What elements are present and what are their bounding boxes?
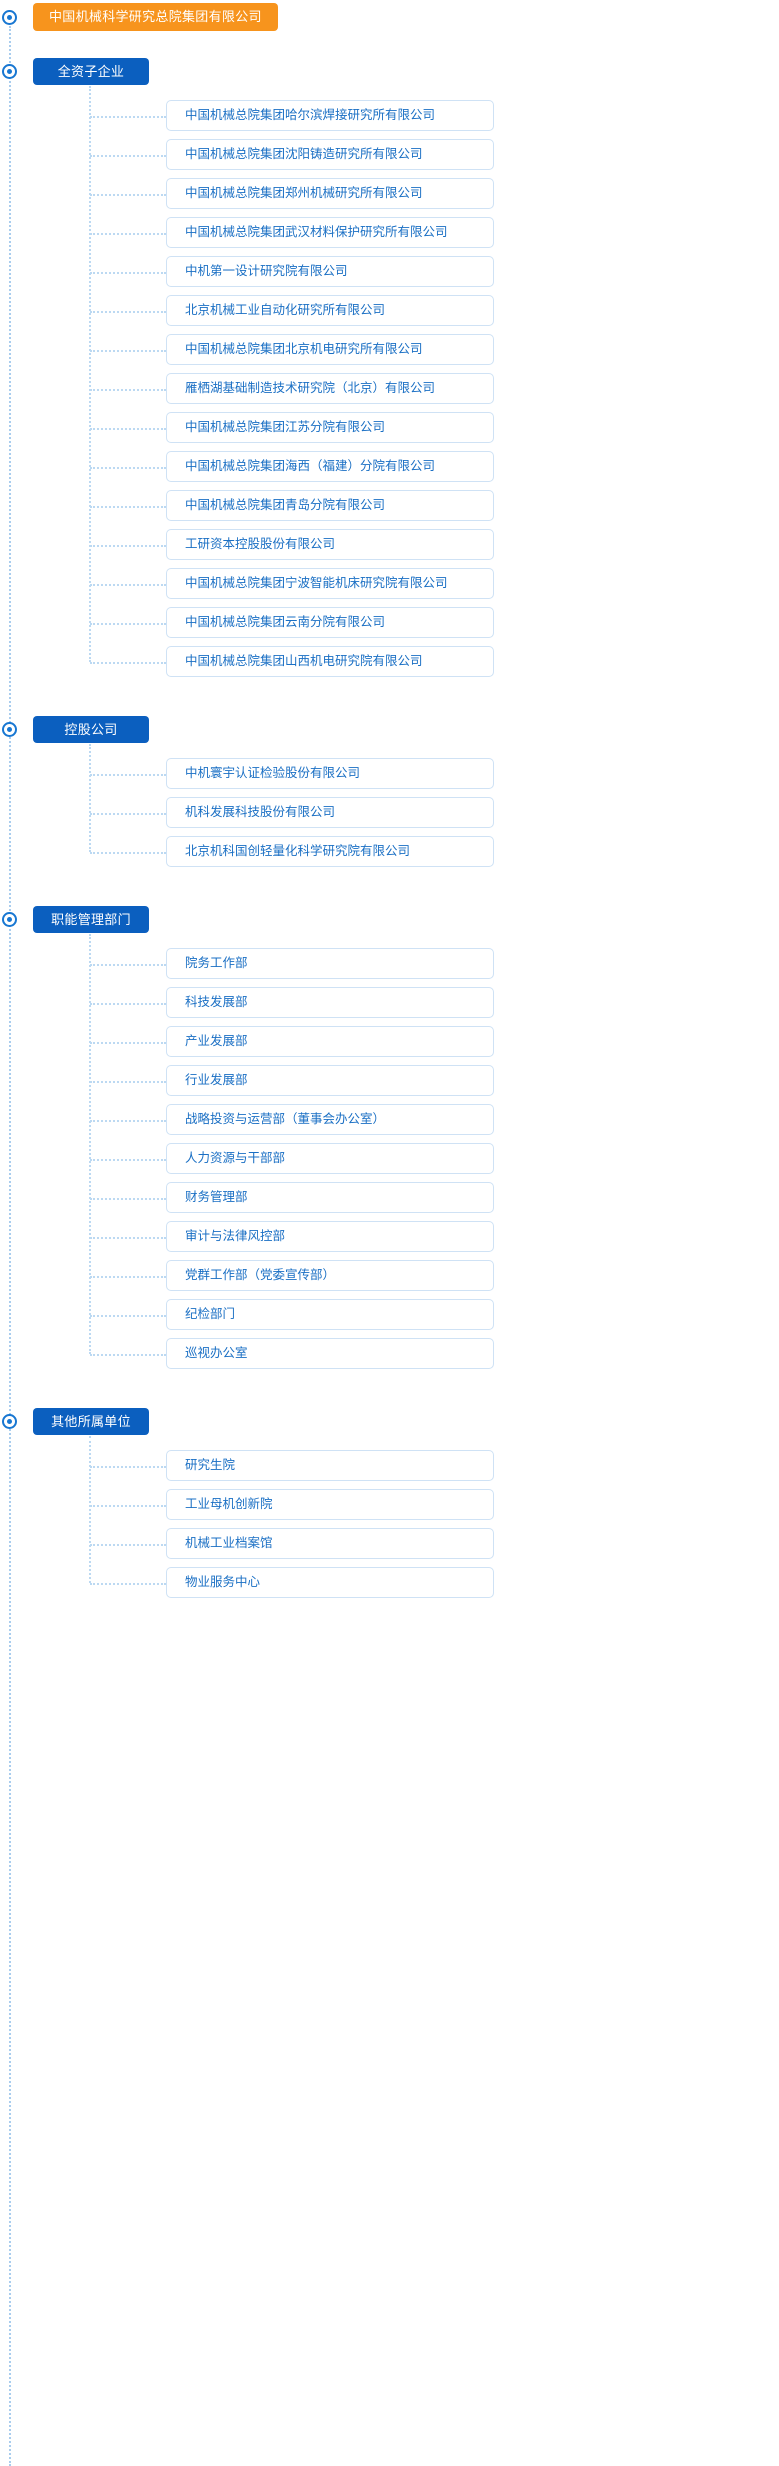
org-item[interactable]: 工业母机创新院 — [166, 1489, 494, 1520]
item-row: 党群工作部（党委宣传部） — [0, 1257, 779, 1296]
section-spacer — [0, 872, 779, 898]
spine-node-icon — [2, 912, 17, 927]
item-row: 中国机械总院集团沈阳铸造研究所有限公司 — [0, 136, 779, 175]
org-item[interactable]: 党群工作部（党委宣传部） — [166, 1260, 494, 1291]
org-item[interactable]: 中国机械总院集团山西机电研究院有限公司 — [166, 646, 494, 677]
item-row: 中国机械总院集团云南分院有限公司 — [0, 604, 779, 643]
item-row: 中国机械总院集团北京机电研究所有限公司 — [0, 331, 779, 370]
section-2: 职能管理部门院务工作部科技发展部产业发展部行业发展部战略投资与运营部（董事会办公… — [0, 898, 779, 1400]
org-item[interactable]: 巡视办公室 — [166, 1338, 494, 1369]
org-item[interactable]: 产业发展部 — [166, 1026, 494, 1057]
root-company-node[interactable]: 中国机械科学研究总院集团有限公司 — [33, 3, 278, 31]
item-row: 人力资源与干部部 — [0, 1140, 779, 1179]
org-item[interactable]: 审计与法律风控部 — [166, 1221, 494, 1252]
item-row: 中国机械总院集团宁波智能机床研究院有限公司 — [0, 565, 779, 604]
org-item[interactable]: 中国机械总院集团郑州机械研究所有限公司 — [166, 178, 494, 209]
item-row: 中机寰宇认证检验股份有限公司 — [0, 755, 779, 794]
spine-node-icon — [2, 1414, 17, 1429]
section-children: 研究生院工业母机创新院机械工业档案馆物业服务中心 — [0, 1436, 779, 1603]
org-item[interactable]: 中国机械总院集团海西（福建）分院有限公司 — [166, 451, 494, 482]
item-row: 北京机科国创轻量化科学研究院有限公司 — [0, 833, 779, 872]
org-item[interactable]: 研究生院 — [166, 1450, 494, 1481]
org-item[interactable]: 中国机械总院集团沈阳铸造研究所有限公司 — [166, 139, 494, 170]
org-item[interactable]: 中国机械总院集团云南分院有限公司 — [166, 607, 494, 638]
org-item[interactable]: 机科发展科技股份有限公司 — [166, 797, 494, 828]
item-row: 中国机械总院集团江苏分院有限公司 — [0, 409, 779, 448]
item-row: 中机第一设计研究院有限公司 — [0, 253, 779, 292]
section-header-1[interactable]: 控股公司 — [33, 716, 149, 743]
org-item[interactable]: 中国机械总院集团哈尔滨焊接研究所有限公司 — [166, 100, 494, 131]
org-item[interactable]: 雁栖湖基础制造技术研究院（北京）有限公司 — [166, 373, 494, 404]
section-0: 全资子企业中国机械总院集团哈尔滨焊接研究所有限公司中国机械总院集团沈阳铸造研究所… — [0, 50, 779, 708]
main-connector-spine — [9, 26, 11, 2466]
item-row: 科技发展部 — [0, 984, 779, 1023]
org-item[interactable]: 中国机械总院集团北京机电研究所有限公司 — [166, 334, 494, 365]
section-3: 其他所属单位研究生院工业母机创新院机械工业档案馆物业服务中心 — [0, 1400, 779, 1629]
org-item[interactable]: 院务工作部 — [166, 948, 494, 979]
item-row: 院务工作部 — [0, 945, 779, 984]
spine-node-icon — [2, 722, 17, 737]
section-children: 中机寰宇认证检验股份有限公司机科发展科技股份有限公司北京机科国创轻量化科学研究院… — [0, 744, 779, 872]
item-row: 研究生院 — [0, 1447, 779, 1486]
section-header-row: 控股公司 — [0, 708, 779, 755]
org-item[interactable]: 中机寰宇认证检验股份有限公司 — [166, 758, 494, 789]
sections-host: 全资子企业中国机械总院集团哈尔滨焊接研究所有限公司中国机械总院集团沈阳铸造研究所… — [0, 50, 779, 1629]
section-spacer — [0, 1603, 779, 1629]
org-item[interactable]: 中机第一设计研究院有限公司 — [166, 256, 494, 287]
item-row: 中国机械总院集团山西机电研究院有限公司 — [0, 643, 779, 682]
item-row: 产业发展部 — [0, 1023, 779, 1062]
item-row: 中国机械总院集团武汉材料保护研究所有限公司 — [0, 214, 779, 253]
section-header-row: 全资子企业 — [0, 50, 779, 97]
item-row: 中国机械总院集团哈尔滨焊接研究所有限公司 — [0, 97, 779, 136]
org-item[interactable]: 中国机械总院集团青岛分院有限公司 — [166, 490, 494, 521]
item-row: 中国机械总院集团青岛分院有限公司 — [0, 487, 779, 526]
item-row: 审计与法律风控部 — [0, 1218, 779, 1257]
item-row: 北京机械工业自动化研究所有限公司 — [0, 292, 779, 331]
section-children: 中国机械总院集团哈尔滨焊接研究所有限公司中国机械总院集团沈阳铸造研究所有限公司中… — [0, 86, 779, 682]
item-row: 财务管理部 — [0, 1179, 779, 1218]
item-row: 雁栖湖基础制造技术研究院（北京）有限公司 — [0, 370, 779, 409]
section-header-row: 职能管理部门 — [0, 898, 779, 945]
section-header-2[interactable]: 职能管理部门 — [33, 906, 149, 933]
section-header-3[interactable]: 其他所属单位 — [33, 1408, 149, 1435]
org-item[interactable]: 行业发展部 — [166, 1065, 494, 1096]
item-row: 行业发展部 — [0, 1062, 779, 1101]
org-item[interactable]: 工研资本控股股份有限公司 — [166, 529, 494, 560]
org-item[interactable]: 北京机科国创轻量化科学研究院有限公司 — [166, 836, 494, 867]
item-row: 工研资本控股股份有限公司 — [0, 526, 779, 565]
org-item[interactable]: 财务管理部 — [166, 1182, 494, 1213]
item-row: 战略投资与运营部（董事会办公室） — [0, 1101, 779, 1140]
org-item[interactable]: 中国机械总院集团武汉材料保护研究所有限公司 — [166, 217, 494, 248]
org-item[interactable]: 北京机械工业自动化研究所有限公司 — [166, 295, 494, 326]
org-item[interactable]: 科技发展部 — [166, 987, 494, 1018]
item-row: 纪检部门 — [0, 1296, 779, 1335]
section-header-row: 其他所属单位 — [0, 1400, 779, 1447]
org-item[interactable]: 人力资源与干部部 — [166, 1143, 494, 1174]
item-row: 机械工业档案馆 — [0, 1525, 779, 1564]
section-spacer — [0, 682, 779, 708]
org-item[interactable]: 物业服务中心 — [166, 1567, 494, 1598]
item-row: 机科发展科技股份有限公司 — [0, 794, 779, 833]
section-children: 院务工作部科技发展部产业发展部行业发展部战略投资与运营部（董事会办公室） 人力资源… — [0, 934, 779, 1374]
item-row: 巡视办公室 — [0, 1335, 779, 1374]
root-row: 中国机械科学研究总院集团有限公司 — [0, 0, 779, 50]
org-item[interactable]: 中国机械总院集团江苏分院有限公司 — [166, 412, 494, 443]
item-row: 工业母机创新院 — [0, 1486, 779, 1525]
spine-node-icon — [2, 64, 17, 79]
org-item[interactable]: 战略投资与运营部（董事会办公室） — [166, 1104, 494, 1135]
section-1: 控股公司中机寰宇认证检验股份有限公司机科发展科技股份有限公司北京机科国创轻量化科… — [0, 708, 779, 898]
item-row: 中国机械总院集团海西（福建）分院有限公司 — [0, 448, 779, 487]
org-item[interactable]: 中国机械总院集团宁波智能机床研究院有限公司 — [166, 568, 494, 599]
item-row: 中国机械总院集团郑州机械研究所有限公司 — [0, 175, 779, 214]
spine-node-icon — [2, 10, 17, 25]
section-spacer — [0, 1374, 779, 1400]
item-row: 物业服务中心 — [0, 1564, 779, 1603]
org-item[interactable]: 纪检部门 — [166, 1299, 494, 1330]
section-header-0[interactable]: 全资子企业 — [33, 58, 149, 85]
org-item[interactable]: 机械工业档案馆 — [166, 1528, 494, 1559]
